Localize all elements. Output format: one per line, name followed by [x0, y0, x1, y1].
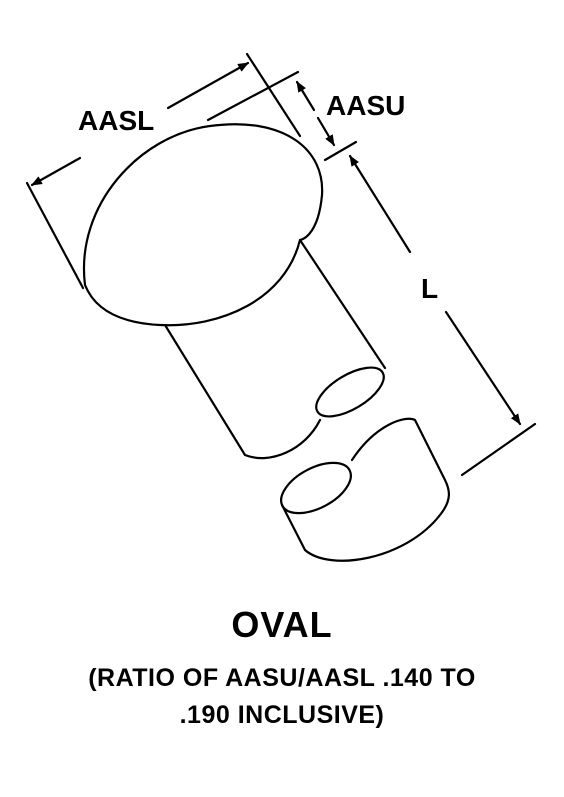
aasu-extension-bottom — [323, 140, 358, 162]
ratio-note-line-1: (RATIO OF AASU/AASL .140 TO — [88, 664, 476, 692]
oval-head-rivet-diagram: AASL AASU L — [25, 52, 537, 562]
aasu-arrow-down — [316, 116, 336, 147]
rivet-shank-upper — [163, 238, 387, 460]
rivet-head — [82, 123, 324, 327]
ratio-note-line-2: .190 INCLUSIVE) — [179, 701, 385, 729]
length-label: L — [421, 273, 438, 304]
aasl-dimension: AASL — [25, 52, 302, 290]
aasu-arrow-up — [295, 80, 316, 112]
length-arrow-up — [348, 154, 412, 254]
aasu-label: AASU — [326, 90, 405, 121]
shape-title: OVAL — [231, 604, 333, 645]
aasl-extension-left — [25, 181, 85, 290]
length-dimension: L — [348, 154, 537, 477]
aasu-extension-top — [206, 70, 300, 122]
aasl-arrow-left — [30, 156, 82, 187]
aasl-arrow-right — [166, 61, 250, 110]
aasu-dimension: AASU — [206, 70, 405, 162]
length-arrow-down — [444, 310, 522, 426]
aasl-label: AASL — [78, 105, 154, 136]
aasl-extension-right — [245, 52, 302, 138]
rivet-shank-lower — [280, 417, 450, 562]
length-extension-bottom — [460, 422, 537, 477]
